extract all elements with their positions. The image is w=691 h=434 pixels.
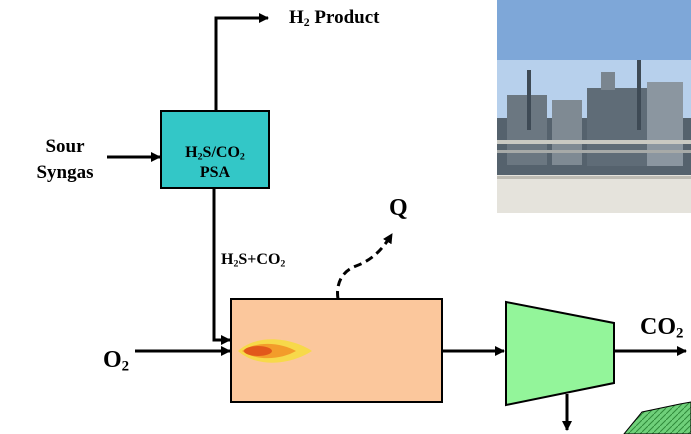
- o2-label: O2: [103, 347, 130, 375]
- h2s-co2-label: H2S+CO2: [221, 251, 286, 270]
- flame-icon: [238, 339, 312, 363]
- plant-photo: [497, 0, 691, 213]
- heat-output-stream: [336, 233, 394, 300]
- h2-product-label: H2 Product: [289, 7, 380, 29]
- h2-product-stream: [214, 13, 269, 110]
- h2s-co2-stream: [212, 188, 231, 345]
- psa-label: H2S/CO2 PSA: [185, 144, 245, 181]
- partial-green-shape: [623, 401, 691, 434]
- sour-syngas-label: Sour Syngas: [36, 136, 94, 183]
- co2-label: CO2: [640, 314, 684, 342]
- q-label: Q: [389, 195, 408, 221]
- psa-unit: [160, 110, 270, 189]
- turbine-unit: [505, 300, 615, 407]
